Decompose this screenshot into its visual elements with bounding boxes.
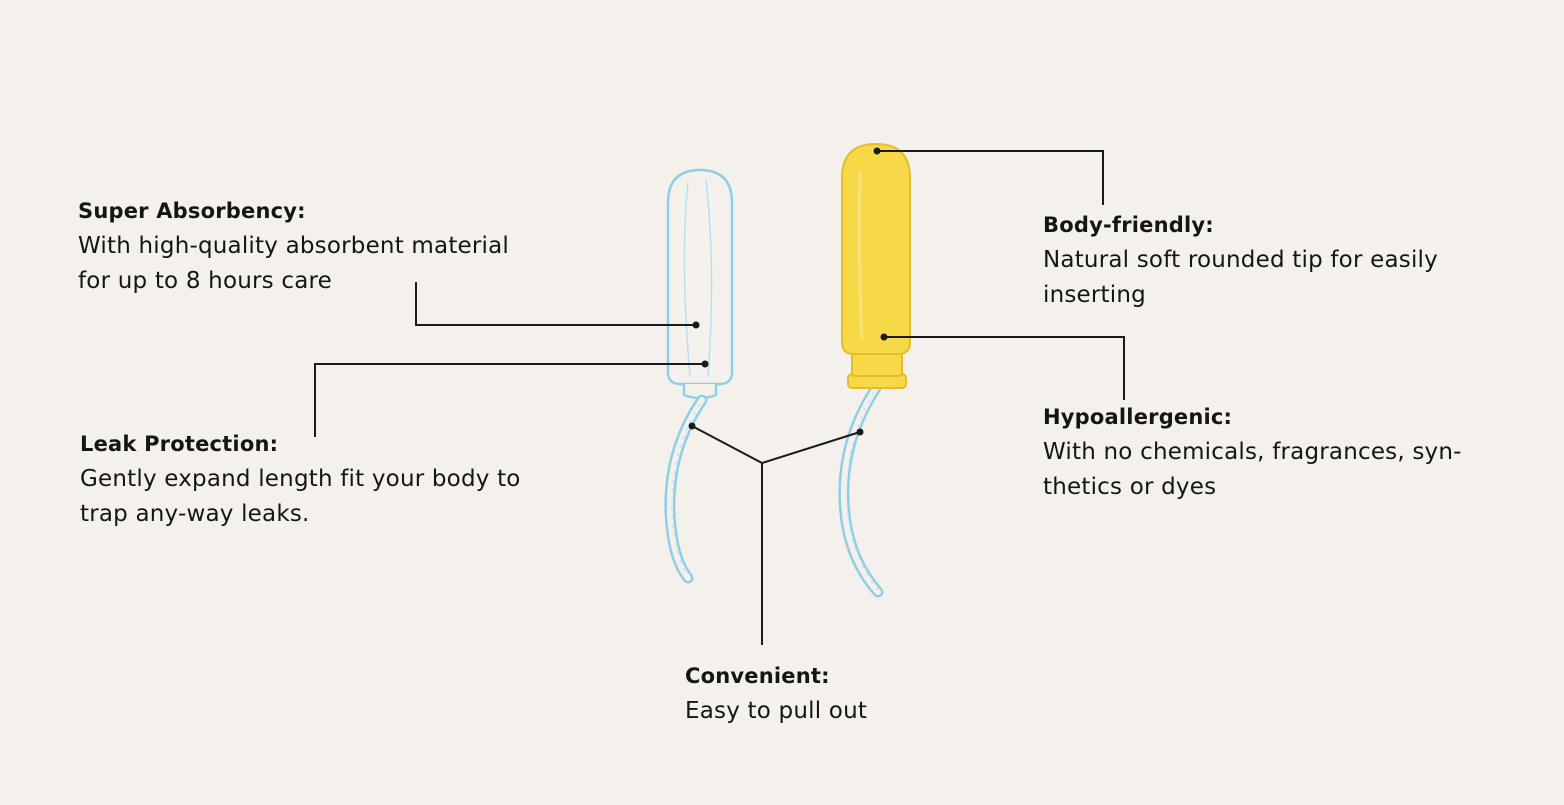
hypoallergenic-desc-line-1: With no chemicals, fragrances, syn- xyxy=(1043,439,1462,465)
convenient-leader-line-left xyxy=(691,425,763,464)
super-absorbency-desc-line-1: With high-quality absorbent material xyxy=(78,233,510,259)
absorbency-leader-line xyxy=(415,282,696,326)
body-friendly-leader-line xyxy=(877,150,1104,205)
blue-tampon-body xyxy=(666,168,734,386)
super-absorbency-callout: Super Absorbency: With high-quality abso… xyxy=(78,194,558,299)
convenient-title: Convenient: xyxy=(685,664,830,688)
leak-protection-desc-line-1: Gently expand length fit your body to xyxy=(80,466,521,492)
body-friendly-title: Body-friendly: xyxy=(1043,213,1214,237)
convenient-dot-right xyxy=(856,428,864,436)
hypoallergenic-title: Hypoallergenic: xyxy=(1043,405,1233,429)
blue-tampon-line-2 xyxy=(705,179,713,377)
hypoallergenic-desc-line-2: thetics or dyes xyxy=(1043,474,1217,500)
blue-tampon xyxy=(664,168,734,584)
leak-leader-line xyxy=(314,363,705,437)
yellow-tampon-string-twist xyxy=(846,391,879,591)
yellow-tampon-body xyxy=(841,142,911,355)
leak-protection-title: Leak Protection: xyxy=(80,432,279,456)
body-friendly-dot xyxy=(873,147,881,155)
super-absorbency-desc-line-2: for up to 8 hours care xyxy=(78,268,332,294)
convenient-callout: Convenient: Easy to pull out xyxy=(685,659,1005,729)
leak-dot xyxy=(701,360,709,368)
body-friendly-desc-line-1: Natural soft rounded tip for easily xyxy=(1043,247,1438,273)
leader-dots xyxy=(688,147,888,436)
yellow-tampon-string-inner xyxy=(840,385,881,595)
body-friendly-desc-line-2: inserting xyxy=(1043,282,1146,308)
hypoallergenic-callout: Hypoallergenic: With no chemicals, fragr… xyxy=(1043,400,1493,505)
leak-protection-callout: Leak Protection: Gently expand length fi… xyxy=(80,427,580,532)
convenient-desc-line-1: Easy to pull out xyxy=(685,698,868,724)
hypoallergenic-leader-line xyxy=(884,336,1125,400)
hypoallergenic-dot xyxy=(880,333,888,341)
convenient-dot-left xyxy=(688,422,696,430)
convenient-leader-line-right xyxy=(761,431,861,464)
blue-tampon-string-inner xyxy=(666,397,705,581)
leak-protection-desc-line-2: trap any-way leaks. xyxy=(80,501,310,527)
leader-lines xyxy=(314,150,1125,645)
body-friendly-callout: Body-friendly: Natural soft rounded tip … xyxy=(1043,208,1493,313)
yellow-tampon xyxy=(838,142,911,598)
absorbency-dot xyxy=(692,321,700,329)
yellow-tampon-shine xyxy=(857,169,864,341)
blue-tampon-line-1 xyxy=(683,181,691,377)
super-absorbency-title: Super Absorbency: xyxy=(78,199,306,223)
